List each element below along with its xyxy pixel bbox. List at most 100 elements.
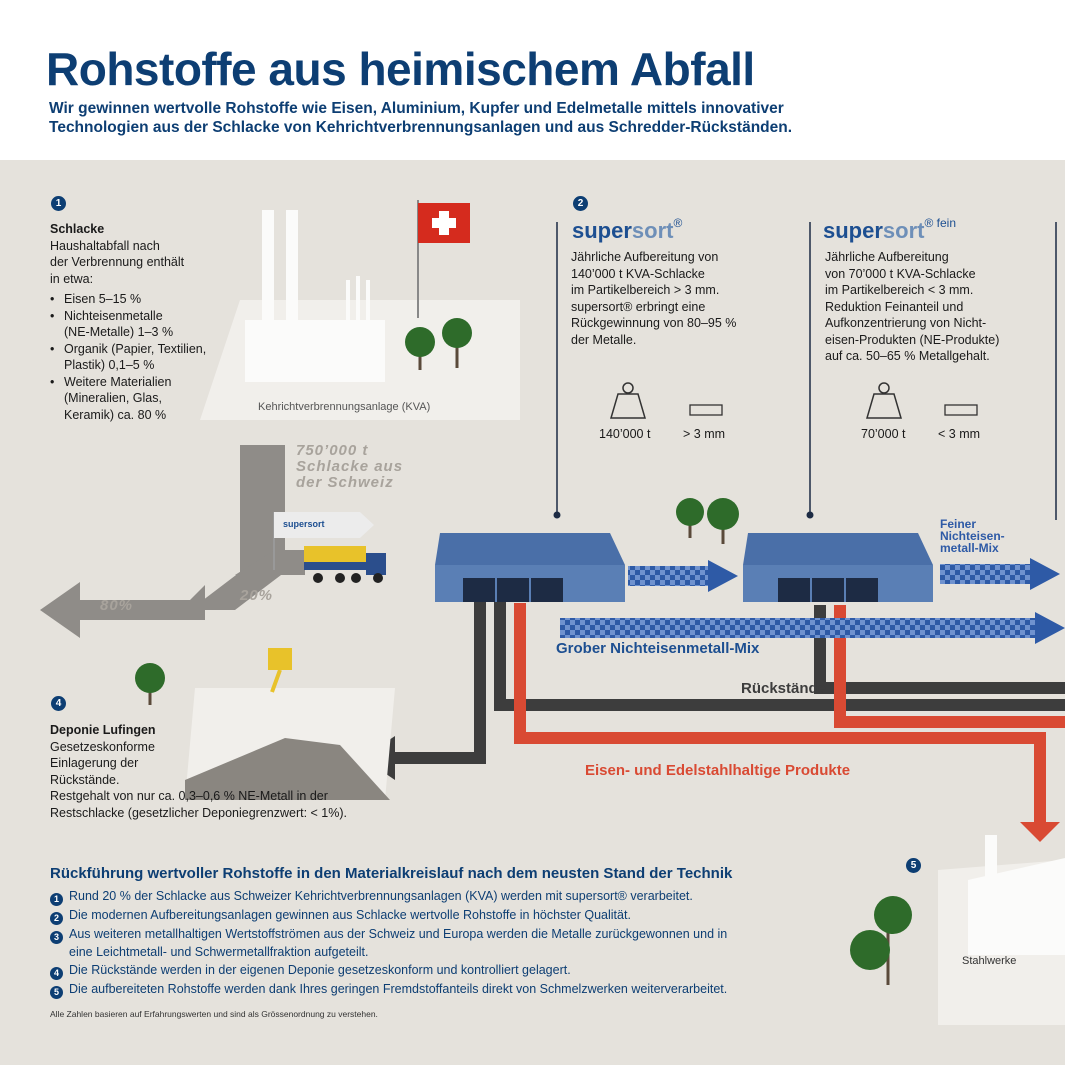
logo-mark: ® (673, 216, 683, 230)
kva-plant-illustration (200, 200, 520, 420)
logo-part: sort (631, 218, 674, 243)
section3-weight: 70’000 t (861, 427, 906, 441)
landfill-illustration (135, 648, 395, 800)
step-number: 1 (50, 893, 63, 906)
ruler-icon (689, 404, 723, 416)
section3-line: eisen-Produkten (NE-Produkte) (825, 332, 1000, 347)
weight-icon (866, 382, 902, 419)
supersort-share-label: 20% (240, 587, 274, 604)
summary-list: 1 Rund 20 % der Schlacke aus Schweizer Ke… (50, 888, 727, 999)
step-number: 2 (50, 912, 63, 925)
step-number: 1 (51, 196, 66, 211)
section3-line: Jährliche Aufbereitung (825, 250, 949, 264)
steelworks-illustration (850, 835, 1065, 1025)
bullet-line: Weitere Materialien (64, 374, 172, 389)
landfill-share-label: 80% (100, 597, 134, 614)
section2-line: supersort® erbringt eine (571, 299, 706, 314)
bullet-line: Organik (Papier, Textilien, (64, 341, 207, 356)
step-number: 2 (573, 196, 588, 211)
step-number: 5 (50, 986, 63, 999)
section4-line: Rückstände. (50, 772, 120, 787)
weight-icon (610, 382, 646, 419)
page-subtitle: Wir gewinnen wertvolle Rohstoffe wie Eis… (49, 99, 792, 137)
subtitle-line: Wir gewinnen wertvolle Rohstoffe wie Eis… (49, 100, 784, 117)
slag-volume-line: Schlacke aus (296, 458, 404, 475)
summary-item-text: eine Leichtmetall- und Schwermetallfrakt… (69, 945, 369, 959)
summary-item: 1 Rund 20 % der Schlacke aus Schweizer Ke… (50, 888, 727, 906)
metal-mix-arrows (560, 558, 1065, 644)
section2-weight: 140’000 t (599, 427, 651, 441)
kva-plant-label: Kehrichtverbrennungsanlage (KVA) (258, 401, 431, 413)
section4-text: Deponie Lufingen Gesetzeskonforme Einlag… (50, 722, 347, 821)
ruler-icon (944, 404, 978, 416)
section2-line: im Partikelbereich > 3 mm. (571, 283, 720, 297)
supersort-logo: supersort® (572, 216, 683, 244)
section2-line: Jährliche Aufbereitung von (571, 250, 719, 264)
tree-icon (850, 930, 890, 970)
fine-mix-line: metall-Mix (940, 541, 999, 555)
section3-line: Reduktion Feinanteil und (825, 299, 964, 314)
section1-line: Haushaltabfall nach (50, 238, 160, 253)
summary-item-text: Aus weiteren metallhaltigen Wertstoffstr… (69, 927, 728, 941)
fine-metal-mix-label: Feiner Nichteisen- metall-Mix (940, 518, 1005, 554)
section4-line: Restschlacke (gesetzlicher Deponiegrenzw… (50, 805, 348, 820)
slag-volume-line: der Schweiz (296, 474, 394, 491)
section2-line: der Metalle. (571, 332, 637, 347)
section3-line: auf ca. 50–65 % Metallgehalt. (825, 349, 990, 363)
bullet-line: Plastik) 0,1–5 % (64, 358, 155, 372)
bullet-line: (Mineralien, Glas, (64, 391, 162, 405)
step-number: 4 (50, 967, 63, 980)
section2-line: 140’000 t KVA-Schlacke (571, 266, 705, 281)
section3-line: im Partikelbereich < 3 mm. (825, 283, 974, 297)
excavator-icon (268, 648, 292, 670)
logo-part: super (823, 218, 883, 243)
road-sign-label: supersort (283, 519, 325, 529)
residues-label: Rückstände (741, 680, 827, 697)
iron-products-label: Eisen- und Edelstahlhaltige Produkte (585, 762, 851, 779)
section3-line: Aufkonzentrierung von Nicht- (825, 316, 987, 330)
section4-line: Restgehalt von nur ca. 0,3–0,6 % NE-Meta… (50, 789, 328, 803)
bullet-line: Eisen 5–15 % (64, 292, 142, 306)
summary-item-text: Die Rückstände werden in der eigenen Dep… (69, 963, 571, 977)
tree-icon (676, 498, 704, 526)
fine-mix-line: Feiner (940, 517, 977, 531)
summary-item-text: Rund 20 % der Schlacke aus Schweizer Keh… (69, 889, 693, 903)
logo-part: sort (882, 218, 925, 243)
section3-text: Jährliche Aufbereitung von 70’000 t KVA-… (825, 249, 999, 365)
summary-item: 2 Die modernen Aufbereitungsanlagen gewin… (50, 907, 727, 925)
bullet-line: (NE-Metalle) 1–3 % (64, 325, 174, 339)
section1-bullet: Organik (Papier, Textilien, Plastik) 0,1–… (50, 341, 206, 374)
tree-icon (874, 896, 912, 934)
section1-text: Schlacke Haushaltabfall nach der Verbren… (50, 221, 206, 423)
steelworks-label: Stahlwerke (962, 955, 1017, 967)
page-title: Rohstoffe aus heimischem Abfall (46, 43, 755, 95)
section1-bullet: Eisen 5–15 % (50, 291, 206, 308)
slag-volume-line: 750’000 t (296, 442, 369, 459)
tree-icon (405, 327, 435, 357)
logo-part: super (572, 218, 632, 243)
supersort-plant-building (435, 533, 625, 602)
tree-icon (135, 663, 165, 693)
section4-heading: Deponie Lufingen (50, 723, 156, 737)
tree-icon (707, 498, 739, 530)
step-number: 4 (51, 696, 66, 711)
bullet-line: Keramik) ca. 80 % (64, 407, 167, 422)
tree-icon (442, 318, 472, 348)
section3-particle-size: < 3 mm (938, 427, 981, 441)
truck-illustration (273, 512, 386, 583)
section4-line: Einlagerung der (50, 756, 139, 770)
bullet-line: Nichteisenmetalle (64, 308, 163, 323)
section2-particle-size: > 3 mm (683, 427, 726, 441)
summary-heading: Rückführung wertvoller Rohstoffe in den … (50, 865, 733, 882)
section4-line: Gesetzeskonforme (50, 739, 155, 754)
section2-text: Jährliche Aufbereitung von 140’000 t KVA… (571, 249, 736, 348)
section3-line: von 70’000 t KVA-Schlacke (825, 266, 976, 281)
subtitle-line: Technologien aus der Schlacke von Kehric… (49, 119, 793, 136)
footnote: Alle Zahlen basieren auf Erfahrungswerte… (50, 1009, 378, 1019)
supersort-fein-logo: supersort® fein (823, 216, 956, 244)
summary-item-text: Die modernen Aufbereitungsanlagen gewinn… (69, 908, 631, 922)
section1-heading: Schlacke (50, 222, 105, 236)
